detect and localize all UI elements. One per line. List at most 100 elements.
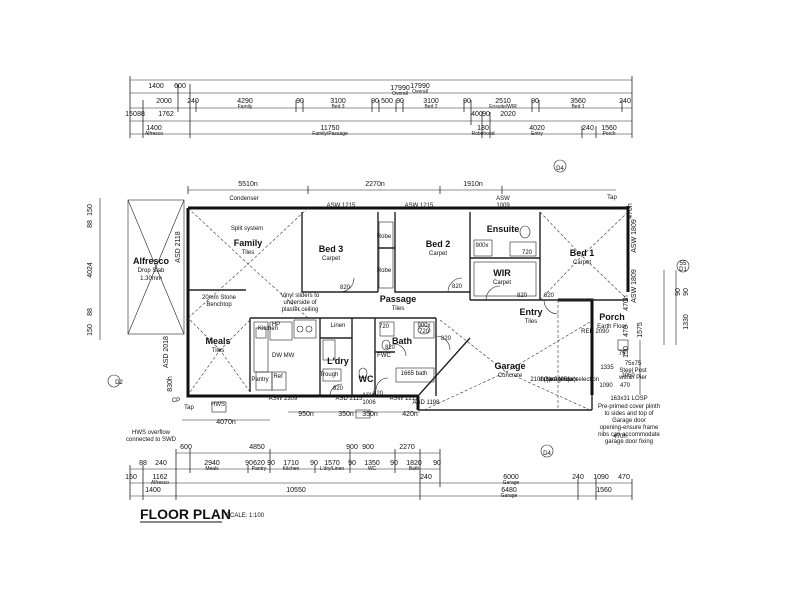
plan-annotation: 820 [333,386,344,392]
dimension-value: 17990 [410,83,430,90]
dimension-value: 90 [296,98,304,105]
plan-annotation: 1009 [496,203,510,209]
dimension-value: 1400 [148,83,164,90]
plan-annotation: ASW [362,393,376,399]
plan-annotation: ASW 1215 [327,203,356,209]
plan-annotation: 720 [522,250,533,256]
side-dimension-value: 88 [87,308,94,316]
room-finish: Concrete [498,373,523,379]
dimension-value: 17990 [390,85,410,92]
side-dimension-value: 830h [167,376,174,392]
plan-annotation: 820 [385,345,396,351]
room-finish: Tiles [392,306,404,312]
plan-annotation: Garage door [544,377,578,383]
side-dimension-lines [99,198,677,395]
dimension-value: 90 [310,460,318,467]
side-dimension-value: 1575 [637,322,644,338]
room-name: WC [359,374,374,384]
dimension-value: 90 [390,460,398,467]
side-dimension-value: 150 [87,324,94,336]
dimension-value: 6480 [501,487,517,494]
plan-annotation: 820 [441,336,452,342]
dimension-value: 1570 [324,460,340,467]
dimension-value: 900 [362,444,374,451]
plan-annotation: 1.30mm [140,276,162,282]
dimension-caption: Family [238,104,253,110]
plan-annotation: Ref [273,374,283,380]
plan-annotation: 820 [544,293,555,299]
room-finish: Tiles [525,319,537,325]
plan-annotation: connected to SWD [126,437,177,443]
room-name: Porch [599,312,625,322]
dimension-value: 150 [125,474,137,481]
dimension-value: 600 [180,444,192,451]
plan-annotation: to sides and top of [604,411,653,417]
dimension-caption: Pantry [252,466,267,472]
room-name: Passage [380,294,417,304]
plan-annotation: CP [172,398,180,404]
dimension-caption: Meals [205,466,219,472]
room-finish: Drop Slab [138,268,165,274]
plan-annotation: 1335 [600,365,614,371]
side-dimension-value: 150 [87,204,94,216]
room-name: Ensuite [487,224,520,234]
side-dimension-value: ASD 2018 [163,336,170,368]
plan-annotation: plaster ceiling [282,307,319,313]
plan-annotation: 55 [680,261,687,267]
dimension-value: 150 [125,111,137,118]
plan-annotation: 720 [419,329,430,335]
side-dimension-value: 1330 [683,314,690,330]
dimension-caption: Bed 1 [571,104,584,110]
room-name: Bed 2 [426,239,451,249]
plan-annotation: Steel Post [619,368,647,374]
dimension-value: 90 [267,460,275,467]
dimension-value: 1400 [145,487,161,494]
room-name: Bed 1 [570,248,595,258]
dimension-value: 350n [362,411,378,418]
dimension-value: 1560 [596,487,612,494]
plan-annotation: HWS [211,402,225,408]
plan-annotation: ASD 1198 [413,400,441,406]
dimension-value: 1762 [158,111,174,118]
dimension-value: 90 [531,98,539,105]
plan-annotation: FWC [377,353,391,359]
dimension-value: 240 [155,460,167,467]
dimension-value: 4850 [249,444,265,451]
dimension-value: 5510n [238,181,258,188]
room-name: Garage [494,361,525,371]
bottom-dimension-lines [129,411,633,500]
dimension-value: 1560 [601,125,617,132]
side-dimension-value: 150 [623,346,630,358]
dimension-caption: Family/Passage [312,131,348,137]
dimension-value: 240 [582,125,594,132]
plan-annotation: 820 [373,391,384,397]
side-dimension-value: 470h [623,295,630,311]
plan-annotation: ASW [496,196,510,202]
plan-annotation: RED 2090 [581,329,609,335]
plan-annotation: 900x [475,243,488,249]
plan-annotation: Garage door [612,418,646,424]
plan-annotation: D2 [115,380,123,386]
plan-annotation: Robe [377,268,392,274]
dimension-caption: Ensuite/WIR [489,104,517,110]
dimension-value: 4290 [237,98,253,105]
dimension-caption: Overall [392,91,408,97]
plan-annotation: opening-ensure frame [600,425,659,431]
dimension-value: 88 [137,111,145,118]
plan-annotation: ASD 2115 [336,396,364,402]
plan-annotation: 900x [417,323,430,329]
plan-annotation: Pre-primed cover plinth [598,404,660,410]
dimension-value: 500 [381,98,393,105]
dimension-value: 10550 [286,487,306,494]
side-dimension-value: 470 [623,325,630,337]
plan-annotation: 75x75 [625,361,642,367]
plan-annotation: ASW 1212 [390,396,419,402]
dimension-caption: Porch [602,131,615,137]
dimension-value: 1350 [364,460,380,467]
plan-annotation: HP [272,322,280,328]
room-name: Family [234,238,263,248]
dimension-value: 90 [348,460,356,467]
dimension-caption: Garage [501,493,518,499]
